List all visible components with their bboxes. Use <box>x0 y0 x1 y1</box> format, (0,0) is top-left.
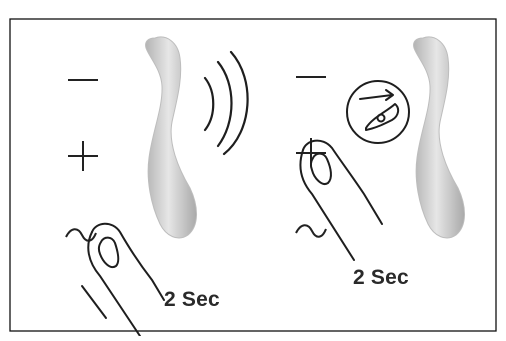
finger-left <box>82 224 164 336</box>
finger-right <box>300 141 382 260</box>
duration-label-left: 2 Sec <box>164 288 220 312</box>
left-panel <box>66 37 248 336</box>
vibration-waves-icon <box>205 52 248 154</box>
device-right <box>414 37 465 238</box>
app-mode-icon <box>347 81 409 143</box>
device-left <box>146 37 197 238</box>
tilde-symbol-right <box>296 225 326 237</box>
plus-symbol-left <box>68 141 98 171</box>
duration-label-right: 2 Sec <box>353 266 409 290</box>
right-panel <box>296 37 465 260</box>
